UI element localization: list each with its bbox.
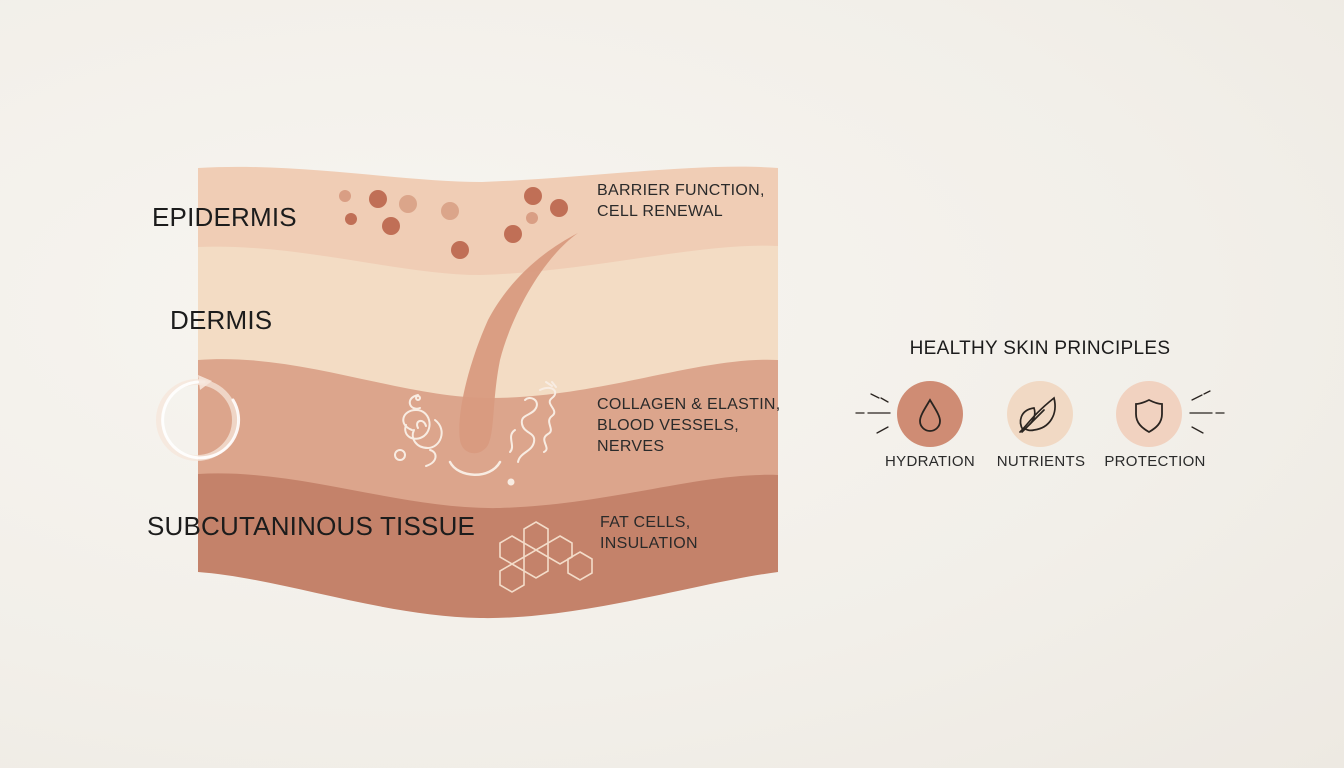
epidermal-cells xyxy=(339,187,568,259)
nutrients-label: NUTRIENTS xyxy=(996,453,1086,470)
nutrients-badge xyxy=(1007,381,1073,447)
protection-label: PROTECTION xyxy=(1104,453,1206,470)
epidermis-description: BARRIER FUNCTION, CELL RENEWAL xyxy=(597,180,765,222)
epidermis-label: EPIDERMIS xyxy=(152,202,297,232)
subcutaneous-description: FAT CELLS, INSULATION xyxy=(600,512,698,554)
dermis-description: COLLAGEN & ELASTIN, BLOOD VESSELS, NERVE… xyxy=(597,394,781,457)
hydration-label: HYDRATION xyxy=(885,453,975,470)
description-line: FAT CELLS, xyxy=(600,514,691,531)
principles-title: HEALTHY SKIN PRINCIPLES xyxy=(909,338,1171,359)
dermis-label: DERMIS xyxy=(170,305,273,335)
collagen-fibers xyxy=(394,381,557,486)
shield-icon xyxy=(1135,398,1163,434)
fat-cells-hexagons xyxy=(499,521,593,593)
subcutaneous-label: SUBCUTANINOUS TISSUE xyxy=(147,511,476,541)
description-line: BLOOD VESSELS, xyxy=(597,417,740,434)
hair-follicle xyxy=(459,233,578,454)
leaf-icon xyxy=(1019,396,1056,433)
subcutaneous-layer xyxy=(198,468,778,619)
cell-renewal-cycle-icon xyxy=(156,375,241,461)
protection-badge xyxy=(1116,381,1182,447)
description-line: CELL RENEWAL xyxy=(597,203,724,220)
follicle-bulb-outline xyxy=(448,460,502,476)
water-drop-icon xyxy=(919,398,941,432)
description-line: COLLAGEN & ELASTIN, xyxy=(597,396,781,413)
description-line: BARRIER FUNCTION, xyxy=(597,182,765,199)
description-line: NERVES xyxy=(597,438,665,455)
description-line: INSULATION xyxy=(600,535,698,552)
radiating-accent-lines xyxy=(855,390,1225,434)
hydration-badge xyxy=(897,381,963,447)
